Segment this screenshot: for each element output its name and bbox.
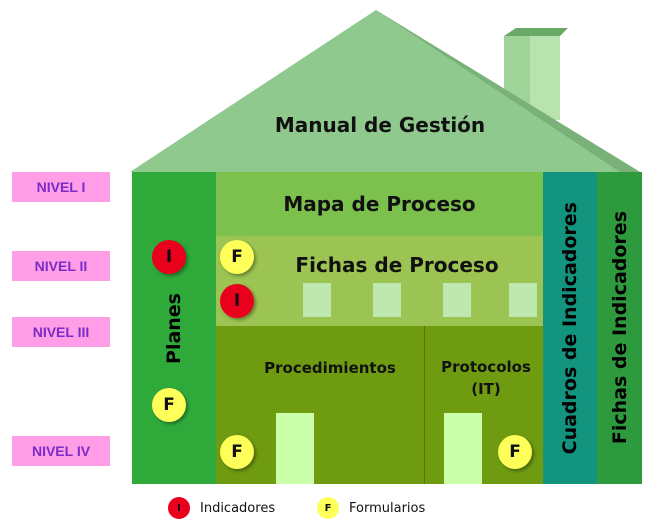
fichas-de-indicadores-label: Fichas de Indicadores [608,211,631,445]
indicador-legend-icon: I [168,497,190,519]
planes-column [132,172,216,484]
window-2 [373,283,401,317]
level-label-2: NIVEL II [12,251,110,281]
fichas-de-indicadores-column: Fichas de Indicadores [597,172,642,484]
protocolos-label: Protocolos (IT) [441,358,531,398]
formulario-badge-fichas: F [220,240,254,274]
formulario-badge-protocolos: F [498,435,532,469]
house-roof [130,10,640,172]
formulario-legend-icon: F [317,497,339,519]
legend-indicadores: I Indicadores [168,497,275,519]
procedimientos-label: Procedimientos [264,359,396,377]
level-label-4: NIVEL IV [12,436,110,466]
level-label-1: NIVEL I [12,172,110,202]
cuadros-de-indicadores-label: Cuadros de Indicadores [559,201,581,455]
indicador-badge-fichas: I [220,284,254,318]
window-4 [509,283,537,317]
formulario-badge-planes: F [152,388,186,422]
cuadros-de-indicadores-column: Cuadros de Indicadores [543,172,597,484]
window-1 [303,283,331,317]
level-label-3: NIVEL III [12,317,110,347]
legend-formularios-label: Formularios [349,500,426,516]
roof-title: Manual de Gestión [274,113,486,137]
window-3 [443,283,471,317]
mapa-de-proceso-block: Mapa de Proceso [216,172,543,236]
formulario-badge-procedimientos: F [220,435,254,469]
planes-label: Planes [163,292,185,364]
fichas-de-proceso-label: Fichas de Proceso [295,253,499,277]
legend-indicadores-label: Indicadores [200,500,276,516]
door-right [444,413,482,484]
legend-formularios: F Formularios [317,497,425,519]
door-left [276,413,314,484]
indicador-badge-planes: I [152,240,186,274]
